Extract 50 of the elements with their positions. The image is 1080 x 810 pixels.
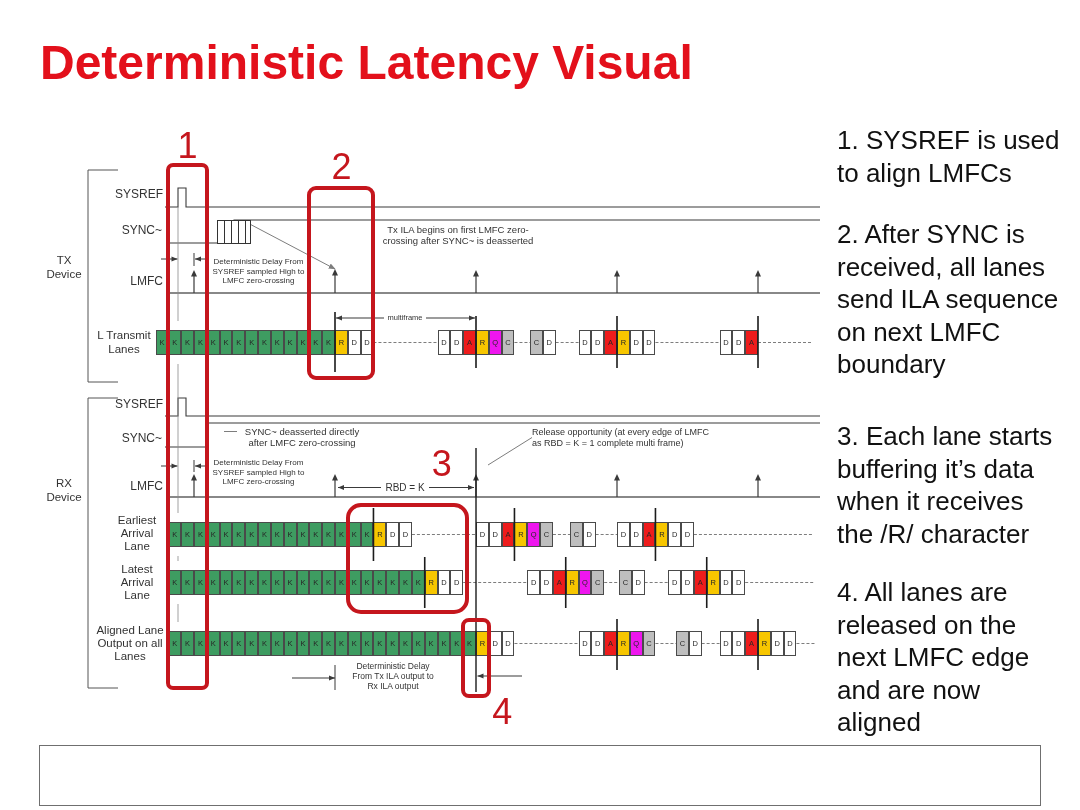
direction-arrow — [332, 269, 338, 293]
annotation-text: Deterministic Delay From SYSREF sampled High to LMFC zero-crossing — [211, 257, 306, 286]
dotted-connector — [595, 533, 618, 536]
explanation-text: 2. After SYNC is received, all lanes send ILA sequence on next LMFC boundary — [837, 218, 1060, 381]
leader-arrow — [250, 224, 336, 270]
dotted-connector — [603, 581, 620, 584]
callout-number: 2 — [330, 149, 353, 185]
dotted-connector — [693, 533, 813, 536]
signal-label: SYSREF — [115, 187, 163, 201]
striped-pulse-box — [217, 220, 251, 244]
callout-number: 1 — [176, 128, 199, 164]
annotation-text: Deterministic Delay From SYSREF sampled High to LMFC zero-crossing — [211, 458, 306, 487]
dotted-connector — [757, 341, 813, 344]
explanation-text: 4. All lanes are released on the next LMFC edge and are now aligned — [837, 576, 1031, 739]
dimension-label: RBD = K — [381, 481, 429, 494]
dotted-connector — [555, 341, 580, 344]
dotted-connector — [513, 341, 531, 344]
signal-label: LMFC — [130, 479, 163, 493]
dotted-connector — [644, 581, 669, 584]
callout-number: 4 — [491, 694, 514, 730]
leader-line — [487, 437, 533, 466]
annotation-text: Deterministic Delay From Tx ILA output to Rx ILA output — [351, 661, 435, 691]
dotted-connector — [462, 581, 528, 584]
dotted-connector — [411, 533, 477, 536]
lane-label: L Transmit Lanes — [96, 329, 152, 356]
dotted-connector — [372, 341, 439, 344]
signal-label: LMFC — [130, 274, 163, 288]
device-label: TX Device — [45, 254, 83, 281]
dotted-connector — [654, 642, 677, 645]
signal-label: SYNC~ — [121, 223, 162, 237]
explanation-text: 1. SYSREF is used to align LMFCs — [837, 124, 1061, 189]
callout-number: 3 — [430, 446, 453, 482]
dotted-connector — [654, 341, 721, 344]
annotation-text: Release opportunity (at every edge of LMFC as RBD = K = 1 complete multi frame) — [532, 427, 717, 448]
dotted-connector — [513, 642, 580, 645]
annotation-text: SYNC~ deasserted directly after LMFC zero-crossing — [237, 426, 367, 448]
signal-label: SYNC~ — [121, 431, 162, 445]
lane-label: Earliest Arrival Lane — [116, 514, 158, 553]
dotted-connector — [795, 642, 816, 645]
annotation-text: Tx ILA begins on first LMFC zero-crossing after SYNC~ is deasserted — [381, 224, 535, 246]
signal-label: SYSREF — [115, 397, 163, 411]
lane-label: Latest Arrival Lane — [119, 563, 155, 602]
slide-title: Deterministic Latency Visual — [40, 39, 693, 87]
lane-label: Aligned Lane Output on all Lanes — [96, 624, 164, 663]
explanation-text: 3. Each lane starts buffering it’s data when it receives the /R/ character — [837, 420, 1054, 550]
device-label: RX Device — [45, 477, 83, 504]
dotted-connector — [744, 581, 816, 584]
leader-line — [223, 431, 238, 432]
dotted-connector — [552, 533, 571, 536]
dotted-connector — [701, 642, 721, 645]
